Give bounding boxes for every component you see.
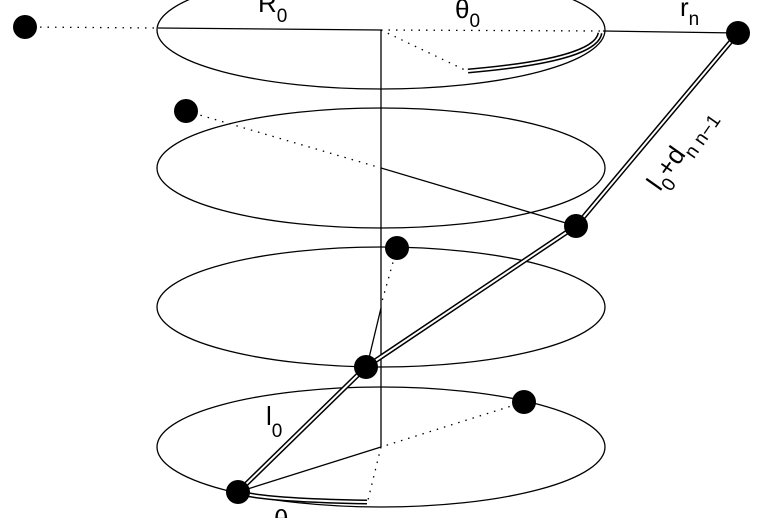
bead [13,15,37,39]
radius-rn [602,30,739,34]
radius-2 [380,167,577,227]
dotted-line [366,446,382,505]
dotted-line [185,110,382,169]
label-chain: l0+dn n−1 [640,101,725,200]
radius-3 [368,307,382,359]
bond-chain [236,31,740,494]
bead [385,236,409,260]
bead [226,480,250,504]
bead [564,214,588,238]
bead [354,355,378,379]
dotted-line [380,29,601,32]
theta0-arc [467,32,603,74]
bead [512,390,536,414]
label-rn: rn [680,0,699,30]
dotted-line [380,29,468,72]
radius-R0 [157,27,382,31]
label-l0: l0 [266,401,282,442]
label-theta0: θ0 [455,0,480,32]
double-line-inner-stroke [237,32,739,503]
label-R0: R0 [258,0,287,27]
radius-4 [237,446,382,493]
bead [174,99,198,123]
bead [726,21,750,45]
label-theta: θ [274,504,288,518]
dotted-line [380,401,525,448]
dotted-line [24,26,159,29]
